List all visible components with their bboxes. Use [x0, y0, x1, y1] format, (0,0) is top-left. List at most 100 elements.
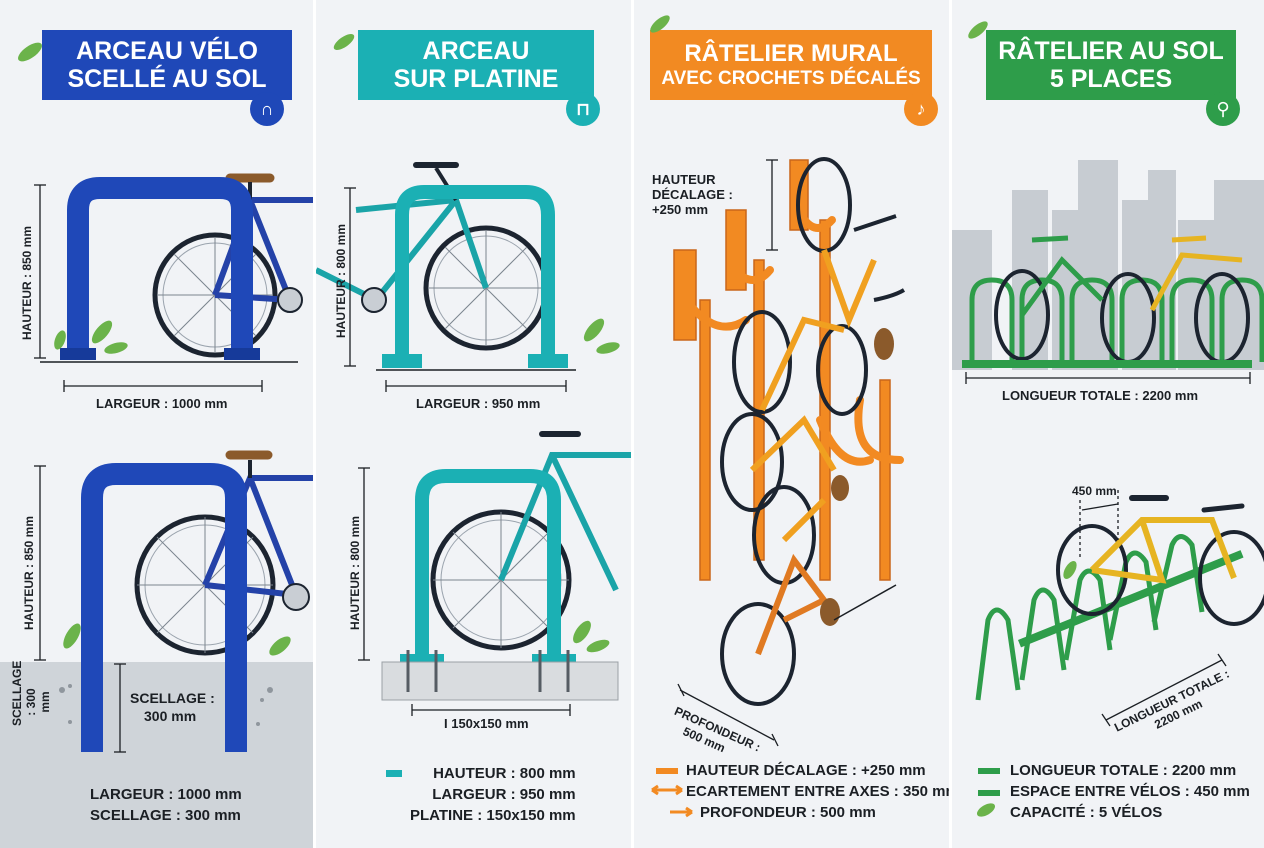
summary-row: LONGUEUR TOTALE : 2200 mm	[1010, 760, 1250, 781]
panel-title: RÂTELIER MURAL AVEC CROCHETS DÉCALÉS	[650, 30, 932, 100]
parked-bicycle-bottom	[1056, 495, 1264, 626]
height-label-top: HAUTEUR : 850 mm	[20, 225, 34, 340]
anchor-bolts	[406, 650, 570, 692]
summary-row: PLATINE : 150x150 mm	[410, 805, 576, 826]
offset-label: HAUTEUR DÉCALAGE : +250 mm	[652, 172, 733, 217]
offset-label-line: HAUTEUR	[652, 172, 716, 187]
summary-text: PROFONDEUR : 500 mm	[700, 804, 876, 821]
summary-row: HAUTEUR : 800 mm	[410, 763, 576, 784]
arceau-frame	[376, 185, 576, 371]
wall-base-line	[833, 584, 897, 621]
summary-text: ECARTEMENT ENTRE AXES : 350 mm	[686, 783, 952, 800]
panel-title: RÂTELIER AU SOL 5 PLACES	[986, 30, 1236, 100]
concrete-block	[381, 661, 619, 701]
bicycle-icon: ⚲	[1206, 92, 1240, 126]
summary-text: PLATINE : 150x150 mm	[410, 807, 576, 824]
summary-text: LONGUEUR TOTALE : 2200 mm	[1010, 762, 1237, 779]
title-line-1: ARCEAU VÉLO	[76, 37, 258, 65]
dimension-lines	[677, 159, 779, 747]
summary-text: LARGEUR : 950 mm	[432, 786, 576, 803]
summary-text: LARGEUR : 1000 mm	[90, 786, 242, 803]
dimension-lines	[34, 184, 263, 392]
badge-glyph: ⚲	[1216, 98, 1230, 119]
arceau-scelle-illustration	[0, 42, 313, 848]
panel-arceau-scelle: ARCEAU VÉLO SCELLÉ AU SOL ∩	[0, 0, 316, 848]
title-line-1: RÂTELIER AU SOL	[998, 37, 1224, 65]
summary-row: CAPACITÉ : 5 VÉLOS	[1010, 802, 1250, 823]
dimension-lines	[1079, 490, 1227, 727]
panel-summary: LONGUEUR TOTALE : 2200 mm ESPACE ENTRE V…	[1010, 760, 1250, 823]
leaf-decoration	[18, 42, 128, 354]
height-label-bottom: HAUTEUR : 800 mm	[348, 515, 362, 630]
arceau-frame-plate	[400, 469, 576, 662]
length-label-top: LONGUEUR TOTALE : 2200 mm	[1002, 388, 1198, 403]
leaf-decoration	[573, 620, 610, 653]
title-line-2: SUR PLATINE	[393, 65, 559, 93]
hooks	[682, 206, 904, 466]
seal-label-left: SCELLAGE : 300 mm	[10, 661, 52, 726]
rack-base	[962, 360, 1252, 368]
panel-arceau-platine: ARCEAU SUR PLATINE ⊓	[316, 0, 634, 848]
panel-title: ARCEAU SUR PLATINE	[358, 30, 594, 100]
panel-summary: HAUTEUR : 800 mm LARGEUR : 950 mm PLATIN…	[410, 763, 576, 826]
summary-text: HAUTEUR : 800 mm	[433, 765, 576, 782]
seal-label-inner-1: SCELLAGE :	[130, 690, 215, 706]
leaf-decoration	[968, 21, 1077, 817]
width-label-top: LARGEUR : 1000 mm	[96, 396, 228, 411]
leaf-decoration	[63, 623, 291, 656]
badge-glyph: ∩	[260, 98, 274, 119]
legend-markers	[651, 768, 693, 818]
panel-ratelier-sol: RÂTELIER AU SOL 5 PLACES ⚲	[952, 0, 1264, 848]
rack-base	[1018, 550, 1244, 648]
height-label-top: HAUTEUR : 800 mm	[334, 223, 348, 338]
offset-label-line: +250 mm	[652, 202, 709, 217]
panel-title: ARCEAU VÉLO SCELLÉ AU SOL	[42, 30, 292, 100]
panel-summary: LARGEUR : 1000 mm SCELLAGE : 300 mm	[90, 784, 242, 826]
panel-ratelier-mural: RÂTELIER MURAL AVEC CROCHETS DÉCALÉS ♪	[634, 0, 952, 848]
dimension-lines	[344, 187, 567, 392]
title-line-2: SCELLÉ AU SOL	[67, 65, 267, 93]
hanging-bicycles	[720, 157, 906, 706]
dimension-lines	[965, 372, 1251, 384]
arceau-frame	[60, 177, 260, 360]
ratelier-sol-illustration	[952, 21, 1264, 817]
summary-row: ESPACE ENTRE VÉLOS : 450 mm	[1010, 781, 1250, 802]
height-label-bottom: HAUTEUR : 850 mm	[22, 515, 36, 630]
summary-text: SCELLAGE : 300 mm	[90, 807, 241, 824]
title-line-2: AVEC CROCHETS DÉCALÉS	[661, 67, 921, 89]
leaf-decoration	[333, 33, 620, 354]
summary-row: HAUTEUR DÉCALAGE : +250 mm	[686, 760, 949, 781]
summary-row: ECARTEMENT ENTRE AXES : 350 mm	[686, 781, 952, 802]
summary-row: LARGEUR : 1000 mm	[90, 784, 242, 805]
width-label-top: LARGEUR : 950 mm	[416, 396, 541, 411]
title-line-2: 5 PLACES	[1049, 65, 1173, 93]
offset-label-line: DÉCALAGE :	[652, 187, 733, 202]
seal-label-inner-2: 300 mm	[144, 708, 197, 724]
legend-swatch	[386, 770, 402, 777]
summary-text: ESPACE ENTRE VÉLOS : 450 mm	[1010, 783, 1250, 800]
summary-row: LARGEUR : 950 mm	[410, 784, 576, 805]
dimension-lines	[34, 465, 126, 753]
summary-row: SCELLAGE : 300 mm	[90, 805, 242, 826]
title-line-1: RÂTELIER MURAL	[684, 39, 898, 67]
wall-hook-icon: ♪	[904, 92, 938, 126]
badge-glyph: ⊓	[575, 98, 591, 119]
plate-rack-icon: ⊓	[566, 92, 600, 126]
u-rack-icon: ∩	[250, 92, 284, 126]
title-line-1: ARCEAU	[422, 37, 530, 65]
summary-row: PROFONDEUR : 500 mm	[686, 802, 949, 823]
arceau-frame-sealed	[81, 463, 247, 752]
arceau-platine-illustration	[316, 33, 631, 777]
plate-size-label: I 150x150 mm	[444, 716, 529, 731]
bicycle-illustration	[430, 431, 631, 651]
panel-summary: HAUTEUR DÉCALAGE : +250 mm ECARTEMENT EN…	[686, 760, 952, 823]
legend-markers	[978, 768, 1000, 796]
ratelier-mural-illustration	[650, 15, 906, 818]
badge-glyph: ♪	[916, 98, 926, 119]
spacing-label: 450 mm	[1072, 484, 1117, 498]
summary-text: CAPACITÉ : 5 VÉLOS	[1010, 804, 1163, 821]
leaf-decoration	[650, 15, 670, 33]
summary-text: HAUTEUR DÉCALAGE : +250 mm	[686, 762, 926, 779]
ground-section	[0, 662, 313, 848]
